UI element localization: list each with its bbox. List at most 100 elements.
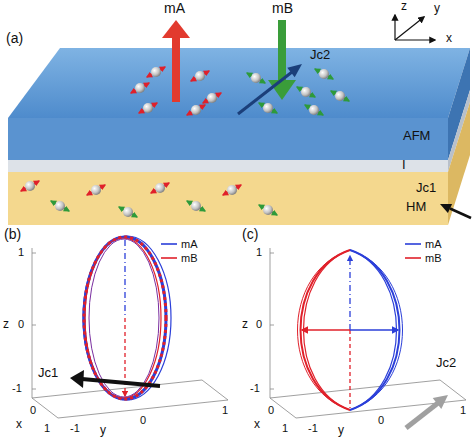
current-label: Jc1 [416,181,436,196]
current-arrow [406,395,448,428]
moment-a-axis [349,256,350,330]
current-arrow [238,64,302,114]
spin-electron [247,73,265,83]
axis-triad [395,15,435,40]
axis-label: x [16,418,22,432]
current-arrow [440,204,471,218]
legend-sample [404,240,422,248]
spin-electron [259,205,277,215]
axis-label: z [401,0,407,14]
tick-label: 0 [378,414,384,427]
arrow-shaft [278,20,286,82]
tick-label: 1 [18,246,24,259]
current-arrow [70,370,160,388]
tick-label: 1 [460,404,466,417]
insulator-front-face [8,160,448,172]
arrow-shaft [238,72,292,114]
spin-electron [297,87,315,97]
axis-label: y [338,424,344,438]
arrow-shaft [406,403,438,428]
spin-electron [305,105,323,115]
spin-electron [203,93,221,103]
legend-item: mA [160,238,198,251]
moment-a-arrow [162,20,190,102]
legend-line [161,244,177,246]
tick [270,389,274,390]
tick-label: -1 [250,382,260,395]
axis-label: z [3,318,9,332]
tick [32,389,36,390]
spin-electron [259,103,277,113]
spin-electron [331,91,349,101]
tick-label: 0 [268,404,274,417]
layer-band: I [401,157,407,174]
legend-item: mA [404,238,442,251]
legend-item: mB [160,252,198,265]
trajectory [84,237,166,399]
z-axis-line [270,248,271,398]
moment-a-trajectory [350,250,403,410]
moment-a-vector [350,329,398,331]
legend-text: mA [181,238,198,251]
trajectory [298,250,351,410]
arrow-head [70,370,84,388]
legend-text: mB [425,252,442,265]
trajectory [301,250,351,410]
moment-b-trajectory [298,250,351,410]
arrow-head [433,395,448,409]
legend-line [405,258,421,260]
plot-box [32,248,228,418]
spin-electron [131,83,149,93]
current-label: Jc1 [38,366,58,381]
tick [32,253,36,254]
arrow-head [268,80,296,100]
trajectory [85,238,161,398]
spin-electron [187,105,205,115]
tick-label: 1 [44,422,50,435]
spin-electron [21,181,39,191]
hm-front-face [8,172,448,225]
legend-text: mB [181,252,198,265]
arrow-shaft [172,36,180,102]
moment-b-axis [349,330,350,408]
afm-top-face [8,48,470,118]
panel-label: (c) [242,226,258,242]
arrow-head [162,20,190,38]
axis-label: z [242,318,248,332]
trajectory [350,250,400,410]
tick [270,253,274,254]
panel-label: (b) [4,226,21,242]
arrow-shaft [450,209,471,219]
spin-electron [191,71,209,81]
spin-electron [51,201,69,211]
afm-front-face [8,118,448,160]
layer-name: HM [406,200,427,215]
layer-stack [8,48,470,225]
tick [32,325,36,326]
tick-label: 0 [18,318,24,331]
tick [270,325,274,326]
layer-band: HM [405,199,428,216]
z-axis [394,15,395,40]
spin-electron [315,69,333,79]
spin-electron [87,185,105,195]
moment-a-axis [124,240,125,318]
arrow-shaft [82,379,160,386]
legend-sample [160,240,178,248]
floor-outline [270,380,466,418]
layer-name: I [402,158,406,173]
legend-sample [160,254,178,262]
axis-label: x [446,32,452,46]
tick-label: 0 [256,318,262,331]
axis-label: y [100,424,106,438]
tick-label: 1 [222,404,228,417]
legend-line [161,258,177,260]
axis-label: x [254,418,260,432]
spin-electron [223,185,241,195]
y-axis [395,17,424,40]
tick-label: 1 [256,246,262,259]
trajectory [350,250,403,410]
spin-electron [139,103,157,113]
hm-side-face [448,102,470,225]
